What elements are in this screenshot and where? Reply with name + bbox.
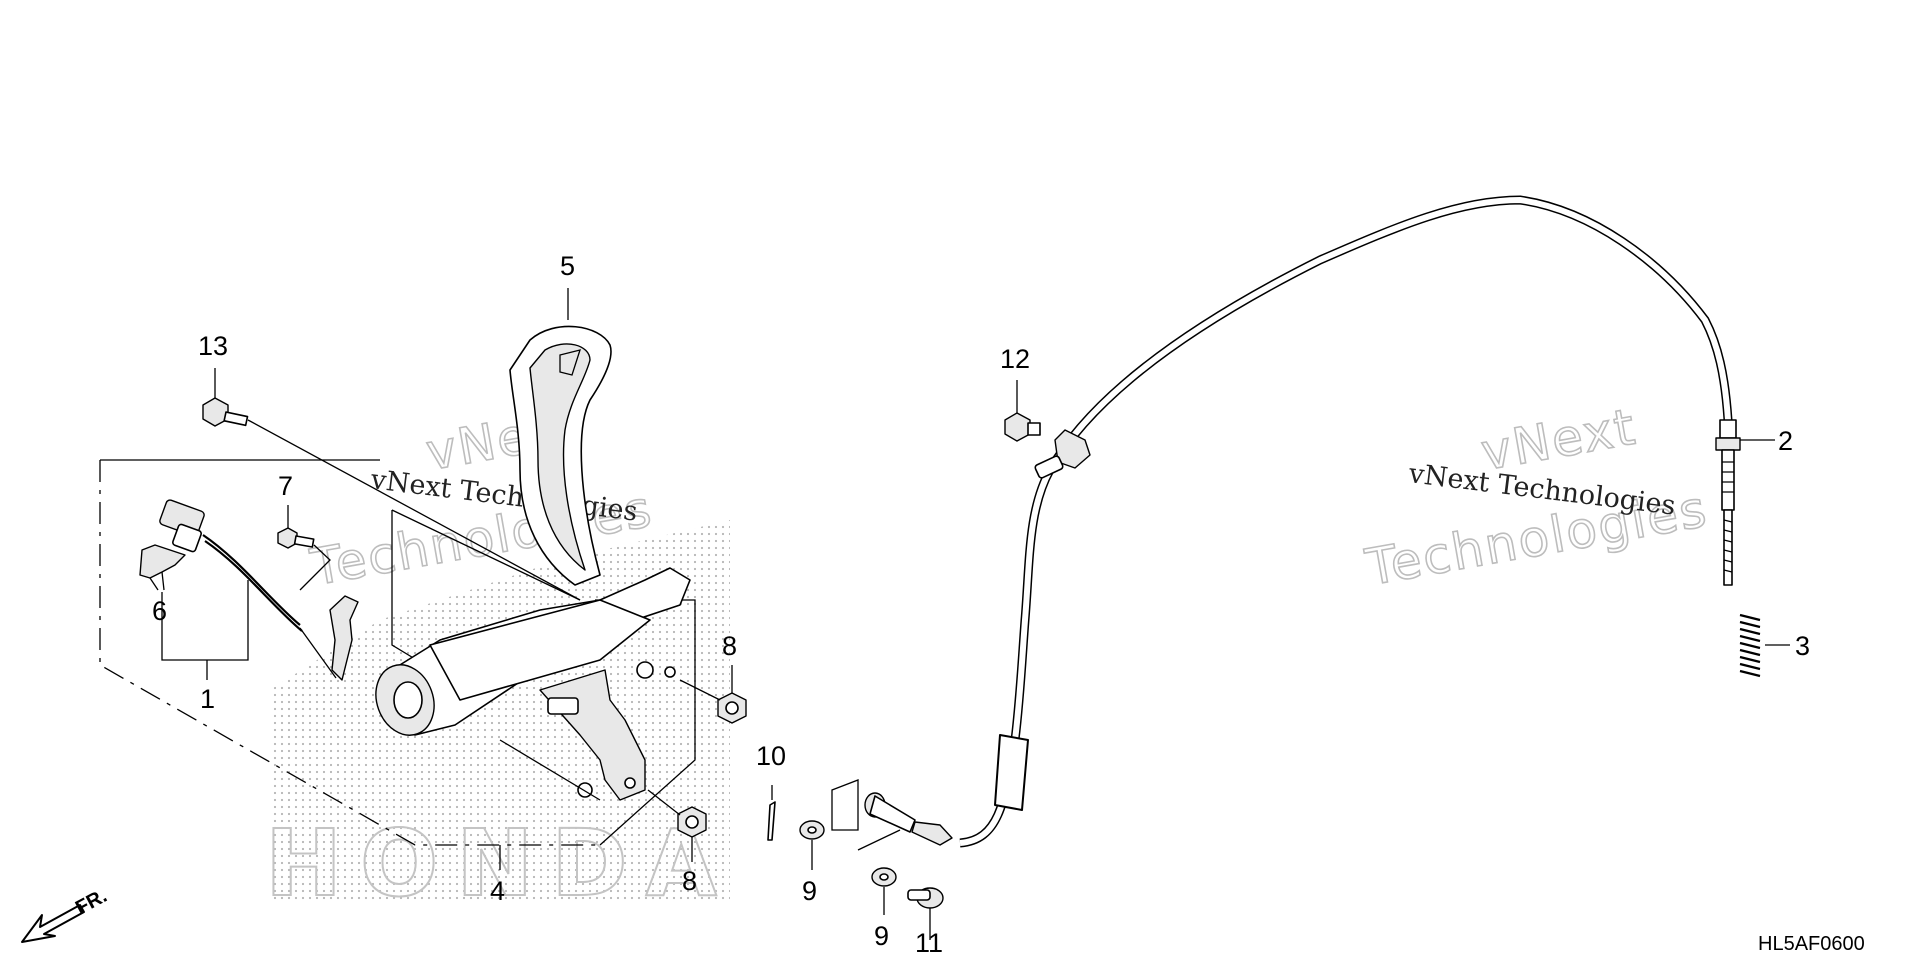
part-8-nut-upper — [679, 665, 747, 724]
part-5-pad — [509, 288, 612, 586]
part-9-washer-lower — [871, 867, 897, 915]
callout-3: 3 — [1795, 631, 1810, 661]
cable-clevis — [831, 779, 953, 851]
part-11-clevis-pin — [907, 887, 944, 940]
part-10-pin — [767, 785, 776, 841]
callout-9-lower: 9 — [874, 921, 889, 951]
part-7-bolt — [277, 505, 331, 591]
drawing-code: HL5AF0600 — [1758, 933, 1865, 955]
part-13-bolt — [202, 368, 581, 601]
callout-10: 10 — [756, 741, 786, 771]
part-1-switch — [159, 499, 359, 681]
part-2-cable — [959, 195, 1775, 848]
callout-12: 12 — [1000, 344, 1030, 374]
background-logo-text: HONDA — [265, 810, 735, 917]
callout-1: 1 — [200, 684, 215, 714]
watermark-right: vNext Technologies vNext Technologies — [1360, 397, 1713, 598]
callout-8-upper: 8 — [722, 631, 737, 661]
callout-1-bracket — [161, 580, 249, 680]
callout-8-lower: 8 — [682, 866, 697, 896]
part-4-pedal-arm — [375, 567, 691, 870]
callout-13: 13 — [198, 331, 228, 361]
part-8-nut-lower — [647, 789, 707, 862]
front-direction-arrow: FR. — [21, 885, 111, 943]
part-12-bolt — [1004, 380, 1041, 442]
callout-11: 11 — [915, 928, 943, 958]
callouts: 1 2 3 4 5 6 7 8 8 9 9 10 11 12 13 — [152, 251, 1810, 958]
callout-7: 7 — [278, 471, 293, 501]
callout-9-upper: 9 — [802, 876, 817, 906]
callout-6: 6 — [152, 596, 167, 626]
part-3-spring — [1739, 613, 1790, 678]
callout-2: 2 — [1778, 426, 1793, 456]
callout-5: 5 — [560, 251, 575, 281]
part-6-clip — [139, 544, 186, 591]
callout-4: 4 — [490, 876, 505, 906]
part-9-washer-upper — [799, 820, 825, 870]
